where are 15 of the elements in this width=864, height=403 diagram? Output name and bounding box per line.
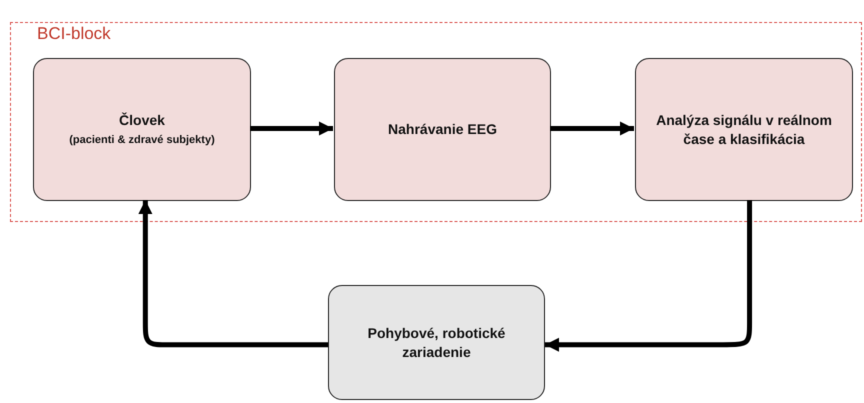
arrow	[138, 200, 328, 348]
arrow	[550, 122, 634, 136]
group-title: BCI-block	[37, 24, 111, 44]
process-box	[33, 58, 251, 201]
box-title: Nahrávanie EEG	[388, 120, 497, 139]
arrow	[250, 122, 333, 136]
arrow	[545, 200, 752, 352]
process-box	[635, 58, 853, 201]
box-subtitle: (pacienti & zdravé subjekty)	[69, 132, 215, 148]
box-title: Analýza signálu v reálnom čase a klasifikácia	[655, 111, 833, 148]
box-title: Človek	[119, 110, 165, 129]
dashed-group-border	[10, 22, 862, 222]
process-box	[328, 285, 545, 400]
box-title: Pohybové, robotické zariadenie	[366, 324, 506, 361]
process-box	[334, 58, 551, 201]
